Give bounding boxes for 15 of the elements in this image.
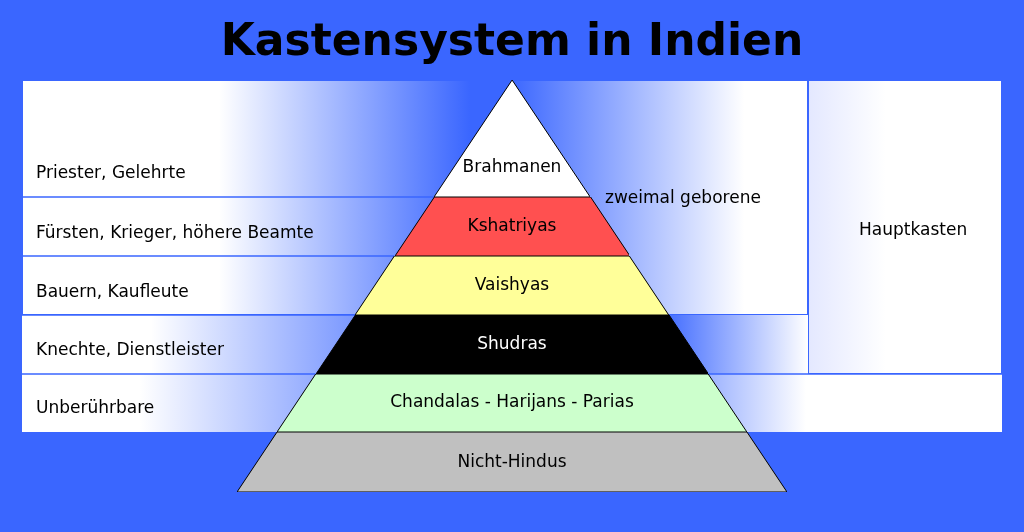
layer-label: Chandalas - Harijans - Parias <box>389 389 635 413</box>
row-label: Priester, Gelehrte <box>36 161 186 184</box>
layer-label: Brahmanen <box>461 154 563 178</box>
row-label: Unberührbare <box>36 396 155 419</box>
layer-label: Kshatriyas <box>466 213 558 237</box>
title: Kastensystem in Indien <box>219 13 805 67</box>
layer-label: Vaishyas <box>473 272 551 296</box>
layer-label: Nicht-Hindus <box>456 449 568 473</box>
group-label: zweimal geborene <box>605 186 761 209</box>
row-label: Bauern, Kaufleute <box>36 280 189 303</box>
row-label: Knechte, Dienstleister <box>36 338 224 361</box>
row-label: Fürsten, Krieger, höhere Beamte <box>36 221 314 244</box>
group-label: Hauptkasten <box>859 218 968 241</box>
layer-label: Shudras <box>476 331 548 355</box>
group-box <box>808 80 1002 374</box>
